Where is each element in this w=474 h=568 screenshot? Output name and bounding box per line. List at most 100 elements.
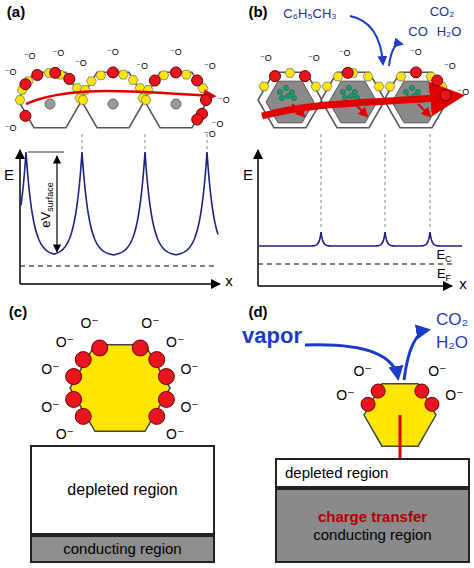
text-label: ⁻O xyxy=(308,53,320,63)
adsorbed-oxygen-ion xyxy=(440,90,451,101)
energy-axis xyxy=(19,150,21,284)
electron-dot xyxy=(342,95,347,100)
grain-core-dot xyxy=(171,99,181,109)
surface-grain xyxy=(385,82,395,91)
text-label: ⁻O xyxy=(24,51,36,61)
fermi-level-line xyxy=(20,265,218,266)
panel-label: (d) xyxy=(248,303,267,320)
gas-in-arrow xyxy=(350,16,383,64)
electron-path-arrow xyxy=(262,96,458,116)
adsorbed-oxygen-ion xyxy=(32,69,43,80)
adsorbed-oxygen-ion xyxy=(108,67,119,78)
symbol-group: eVsurface xyxy=(36,182,56,227)
surface-grain xyxy=(128,76,138,85)
text-label: O⁻ xyxy=(56,426,74,442)
surface-grain xyxy=(86,77,96,86)
text-label: E xyxy=(243,166,253,183)
region-band: charge transferconducting region xyxy=(275,488,470,563)
text-label: ⁻O xyxy=(204,129,216,139)
region-text: conducting region xyxy=(313,526,431,544)
text-label: ⁻O xyxy=(204,61,216,71)
text-label: O⁻ xyxy=(80,315,98,331)
text-label: H₂O xyxy=(437,25,462,40)
region-text: conducting region xyxy=(63,540,181,558)
text-label: ⁻O xyxy=(170,47,182,57)
text-label: x xyxy=(459,275,467,292)
adsorbed-oxygen-ion xyxy=(66,369,82,385)
gas-out-arrow xyxy=(389,44,402,66)
adsorbed-oxygen-ion xyxy=(66,391,82,407)
text-label: ⁻O xyxy=(5,67,17,77)
subscript-label: C xyxy=(445,254,452,264)
text-label: ⁻O xyxy=(444,61,456,71)
adsorbed-oxygen-ion xyxy=(75,352,91,368)
text-label: ⁻O xyxy=(136,61,148,71)
text-label: ⁻O xyxy=(75,58,87,68)
text-label: C₆H₅CH₃ xyxy=(283,7,336,22)
sensing-grain xyxy=(70,345,170,432)
text-label: O⁻ xyxy=(180,361,198,377)
product-out-arrow xyxy=(404,330,428,380)
adsorbed-oxygen-ion xyxy=(158,369,174,385)
surface-grain xyxy=(181,70,191,79)
text-label: CO xyxy=(408,25,428,40)
adsorbed-oxygen-ion xyxy=(92,340,108,356)
adsorbed-oxygen-ion xyxy=(361,397,375,411)
region-band: conducting region xyxy=(30,535,215,563)
adsorbed-oxygen-ion xyxy=(432,75,443,86)
adsorbed-oxygen-ion xyxy=(192,75,203,86)
adsorbed-oxygen-ion xyxy=(371,384,385,398)
text-label: ⁻O xyxy=(107,47,119,57)
electron-dot xyxy=(291,95,296,100)
electron-dot xyxy=(279,95,284,100)
grain-hexagon xyxy=(258,72,322,127)
text-label: ⁻O xyxy=(52,48,64,58)
surface-grain xyxy=(259,82,269,91)
position-axis xyxy=(258,285,452,287)
surface-grain xyxy=(311,82,321,91)
conduction-band-curve xyxy=(259,232,462,246)
adsorbed-oxygen-ion xyxy=(411,67,422,78)
text-label: vapor xyxy=(242,323,302,348)
text-label: H₂O xyxy=(436,333,468,353)
region-box: depleted region xyxy=(30,445,215,535)
surface-grain xyxy=(374,82,384,91)
vapor-in-arrow xyxy=(305,345,398,378)
text-label: CO₂ xyxy=(430,5,455,20)
symbol-group: EC xyxy=(436,245,451,265)
surface-grain xyxy=(118,70,128,79)
adsorbed-oxygen-ion xyxy=(171,67,182,78)
grain-hexagon xyxy=(144,72,208,127)
text-label: O⁻ xyxy=(445,387,463,403)
text-label: E xyxy=(4,166,14,183)
electron-path-arrow xyxy=(26,91,214,104)
adsorbed-oxygen-ion xyxy=(149,408,165,424)
band-curve xyxy=(21,152,218,255)
text-label: O⁻ xyxy=(41,399,59,415)
boundary-guide xyxy=(385,134,386,228)
adsorbed-oxygen-ion xyxy=(342,67,353,78)
region-text: depleted region xyxy=(285,464,388,482)
adsorbed-oxygen-ion xyxy=(20,79,31,90)
text-label: ⁻O xyxy=(218,95,230,105)
text-label: ⁻O xyxy=(260,53,272,63)
panel-label: (a) xyxy=(7,3,25,20)
electron-dot xyxy=(348,93,353,98)
electron-dot xyxy=(403,89,408,94)
adsorbed-oxygen-ion xyxy=(132,340,148,356)
text-label: ⁻O xyxy=(5,122,17,132)
position-axis xyxy=(20,283,220,285)
symbol-group: EF xyxy=(437,264,451,284)
surface-grain xyxy=(141,96,151,105)
text-label: O⁻ xyxy=(428,363,446,379)
text-label: O⁻ xyxy=(354,363,372,379)
adsorbed-oxygen-ion xyxy=(64,73,75,84)
text-label: O⁻ xyxy=(336,387,354,403)
symbol-label: E xyxy=(437,266,446,281)
surface-grain xyxy=(322,82,332,91)
adsorbed-oxygen-ion xyxy=(158,391,174,407)
region-text: depleted region xyxy=(67,480,177,499)
boundary-guide xyxy=(145,134,146,150)
